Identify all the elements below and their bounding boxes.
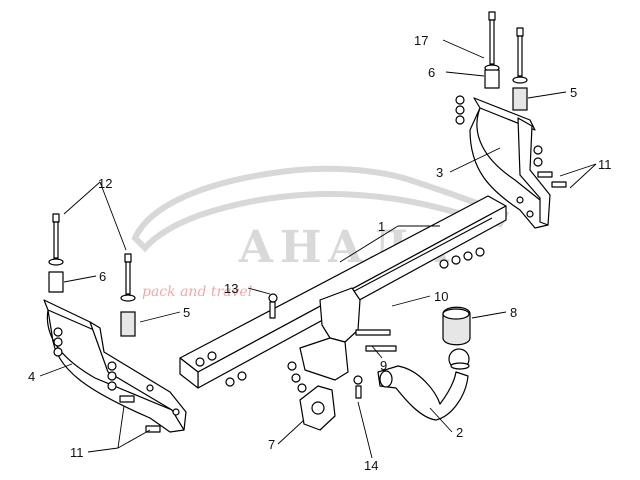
callout-11-left: 11 — [70, 445, 84, 460]
ball-mount-bracket — [299, 287, 361, 381]
callout-17: 17 — [414, 33, 428, 48]
left-bracket — [43, 299, 187, 433]
callout-9: 9 — [380, 358, 387, 373]
tow-ball-neck — [377, 365, 469, 421]
fastener-set — [53, 95, 567, 433]
leader-lines — [39, 39, 597, 459]
callout-6-left: 6 — [99, 269, 106, 284]
callout-11-right: 11 — [598, 157, 612, 172]
callout-1: 1 — [378, 219, 385, 234]
callout-12: 12 — [98, 176, 112, 191]
right-bracket — [469, 97, 551, 229]
tow-ball — [448, 348, 470, 370]
ball-cap — [442, 306, 471, 346]
callout-2: 2 — [456, 425, 463, 440]
callout-13: 13 — [224, 281, 238, 296]
callout-10: 10 — [434, 289, 448, 304]
callout-6-right: 6 — [428, 65, 435, 80]
right-top-bolts — [484, 11, 528, 111]
left-top-bolts — [48, 213, 136, 337]
callout-5-left: 5 — [183, 305, 190, 320]
callout-8: 8 — [510, 305, 517, 320]
callout-14: 14 — [364, 458, 378, 473]
callout-5-right: 5 — [570, 85, 577, 100]
callout-4: 4 — [28, 369, 35, 384]
callout-labels: 1 2 3 4 5 5 6 6 7 8 9 10 11 11 12 13 14 … — [28, 33, 612, 473]
socket-plate — [299, 385, 336, 431]
callout-3: 3 — [436, 165, 443, 180]
watermark-tagline: pack and travel — [142, 284, 252, 300]
callout-7: 7 — [268, 437, 275, 452]
